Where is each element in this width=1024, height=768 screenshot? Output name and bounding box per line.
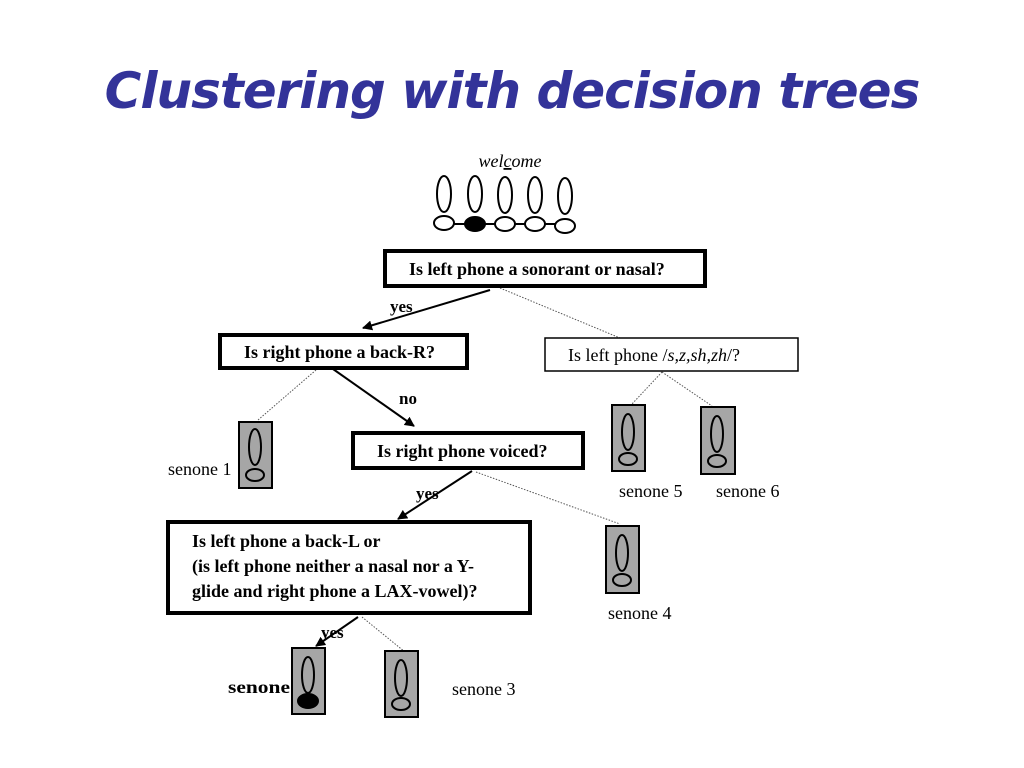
word-label: welcome (479, 151, 542, 171)
senone-label-2: senone (228, 677, 290, 697)
question-text-5-line-2: (is left phone neither a nasal nor a Y- (192, 556, 474, 577)
edge-q5-no (361, 616, 406, 653)
senone-leaf-6 (700, 406, 736, 475)
question-text-5-line-3: glide and right phone a LAX-vowel)? (192, 581, 478, 602)
senone-label-6: senone 6 (716, 481, 779, 501)
senone-leaf-4 (605, 525, 640, 594)
question-text-5-line-1: Is left phone a back-L or (192, 531, 381, 551)
slide-title: Clustering with decision trees (104, 62, 921, 120)
edge-q5-yes (315, 616, 359, 647)
senone-label-5: senone 5 (619, 481, 682, 501)
hmm-state-1 (433, 175, 455, 231)
question-node-5: Is left phone a back-L or (is left phone… (166, 520, 532, 615)
question-text-1: Is left phone a sonorant or nasal? (409, 259, 665, 279)
question-text-2: Is right phone a back-R? (244, 342, 435, 362)
hmm-state-2-highlighted (464, 175, 486, 232)
word-hmm: welcome (433, 151, 576, 234)
question-node-1: Is left phone a sonorant or nasal? (383, 249, 707, 288)
senone-leaf-2-selected (291, 647, 326, 715)
senone-label-3: senone 3 (452, 679, 515, 699)
edge-q3-yes (631, 371, 663, 405)
question-text-3: Is left phone /s,z,sh,zh/? (568, 345, 740, 365)
edge-q1-no (499, 287, 621, 339)
senone-label-4: senone 4 (608, 603, 671, 623)
edge-q4-no (475, 471, 621, 525)
senone-leaf-1 (238, 421, 273, 489)
senone-label-1: senone 1 (168, 459, 231, 479)
hmm-state-4 (524, 176, 546, 232)
edge-q2-yes (257, 369, 317, 421)
hmm-state-5 (554, 177, 576, 234)
edge-label-no: no (399, 389, 417, 408)
edge-label-yes: yes (390, 297, 413, 316)
edge-label-yes: yes (321, 623, 344, 642)
question-text-4: Is right phone voiced? (377, 441, 548, 461)
question-node-2: Is right phone a back-R? (218, 333, 469, 370)
edge-q1-yes (362, 289, 491, 331)
edge-q3-no (661, 371, 713, 407)
senone-leaf-3 (384, 650, 419, 718)
question-node-4: Is right phone voiced? (351, 431, 585, 470)
question-node-3: Is left phone /s,z,sh,zh/? (544, 337, 799, 372)
edge-label-yes: yes (416, 484, 439, 503)
hmm-state-3 (494, 176, 516, 232)
edge-q2-no (332, 368, 415, 427)
senone-leaf-5 (611, 404, 646, 472)
edge-q4-yes (397, 470, 473, 520)
